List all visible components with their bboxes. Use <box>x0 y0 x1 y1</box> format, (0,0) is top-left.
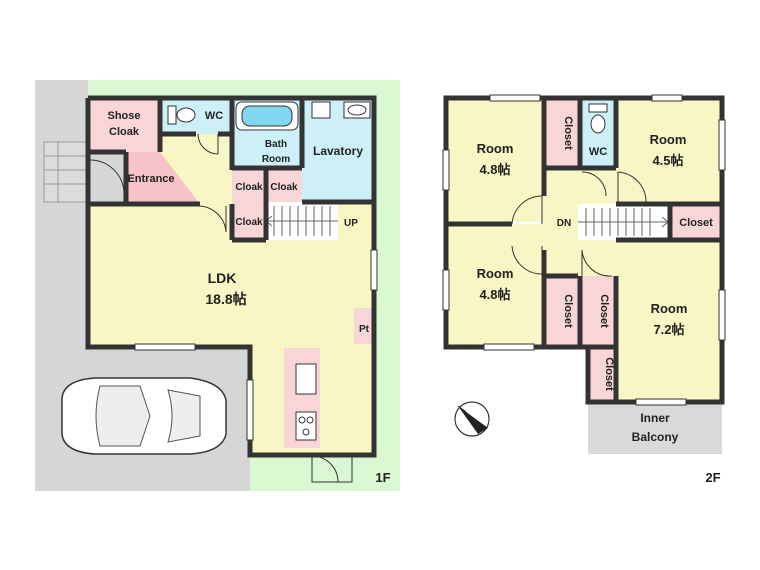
cloak-a-area <box>232 170 266 202</box>
stairs-up-treads <box>265 206 338 236</box>
room-nw-name: Room <box>477 141 514 156</box>
balcony-label-1: Inner <box>640 411 670 425</box>
windows-2f <box>442 94 726 406</box>
closet-e-area <box>588 347 616 402</box>
washer-icon <box>311 101 331 119</box>
floor-2: Room 4.8帖 Room 4.5帖 Room 4.8帖 Room 7.2帖 … <box>442 94 726 485</box>
ldk-name-label: LDK <box>208 270 237 286</box>
room-sw-name: Room <box>477 266 514 281</box>
room-ne-name: Room <box>650 132 687 147</box>
floor-1: Shose Cloak WC Bath Room Lavatory Entran… <box>35 80 400 491</box>
bath-label-1: Bath <box>265 139 287 150</box>
entrance-label: Entrance <box>127 173 174 185</box>
garden-top <box>88 80 400 98</box>
lavatory-label: Lavatory <box>313 144 363 158</box>
closet-d-label: Closet <box>598 294 610 328</box>
shoes-cloak-area <box>88 98 160 152</box>
car-icon <box>61 377 227 455</box>
cloak-b-area <box>266 170 302 202</box>
room-sw-area <box>446 224 544 347</box>
closet-c-label: Closet <box>562 294 574 328</box>
garden-bottom <box>250 455 400 491</box>
pantry-label: Pt <box>359 324 370 335</box>
stairs-landing <box>338 202 374 240</box>
closet-e-label: Closet <box>603 357 615 391</box>
stairs-up-label: UP <box>344 218 358 229</box>
room-ne-area <box>616 98 722 204</box>
cloak-c-label: Cloak <box>235 217 263 228</box>
room-ne-size: 4.5帖 <box>652 153 683 168</box>
closet-b-label: Closet <box>679 217 713 229</box>
bathtub-icon <box>235 101 299 131</box>
closet-a-area <box>544 98 580 168</box>
room-nw-area <box>446 98 544 222</box>
floor2-label: 2F <box>705 470 720 485</box>
stairs-down-treads <box>578 208 669 236</box>
closet-d-area <box>580 276 616 347</box>
cloak-b-label: Cloak <box>270 182 298 193</box>
walls-1f-inner <box>88 98 374 243</box>
sink-counter-icon <box>295 363 317 395</box>
doors-2f <box>511 171 647 277</box>
ldk-size-label: 18.8帖 <box>205 291 246 307</box>
toilet-icon <box>588 103 608 134</box>
room-se-size: 7.2帖 <box>653 322 684 337</box>
bath-label-2: Room <box>262 154 290 165</box>
doors-1f <box>89 133 353 483</box>
compass-icon <box>454 401 490 437</box>
toilet-icon <box>167 105 196 125</box>
wc-2f-label: WC <box>589 146 607 158</box>
stairs-down-label: DN <box>557 218 571 229</box>
closet-c-area <box>544 276 580 347</box>
floor1-label: 1F <box>375 470 390 485</box>
closet-a-label: Closet <box>562 116 574 150</box>
wc-label: WC <box>205 110 223 122</box>
windows-1f <box>134 249 378 441</box>
sink-icon <box>343 101 371 119</box>
porch-steps <box>43 141 89 203</box>
room-nw-size: 4.8帖 <box>479 162 510 177</box>
cloak-c-area <box>232 202 266 240</box>
pantry-area <box>354 308 374 344</box>
shoes-cloak-label-2: Cloak <box>109 126 140 138</box>
closet-b-area <box>670 204 722 240</box>
shoes-cloak-label-1: Shose <box>107 110 140 122</box>
stove-icon <box>295 411 317 441</box>
balcony-label-2: Balcony <box>632 430 679 444</box>
room-se-name: Room <box>651 301 688 316</box>
room-sw-size: 4.8帖 <box>479 287 510 302</box>
walls-2f-outer <box>443 95 725 405</box>
balcony-area <box>588 402 722 454</box>
room-se-area <box>616 240 722 402</box>
entrance-area <box>126 152 200 204</box>
walls-2f-inner <box>446 98 722 402</box>
cloak-a-label: Cloak <box>235 182 263 193</box>
